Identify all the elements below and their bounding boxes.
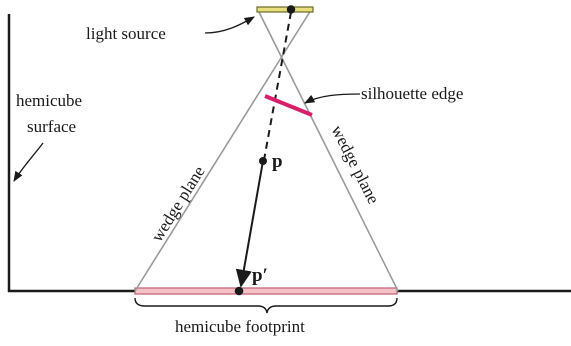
projection-arrow <box>235 160 264 288</box>
footprint-brace <box>134 297 398 314</box>
light-source-point <box>286 5 296 14</box>
silhouette-edge-leader <box>304 93 361 104</box>
light-source-bar <box>256 6 314 13</box>
hemicube-surface-leader <box>13 142 44 182</box>
silhouette-edge-label: silhouette edge <box>361 84 463 103</box>
silhouette-edge-line <box>264 94 313 117</box>
dashed-ray <box>263 11 292 161</box>
wedge-plane-left-label: wedge plane <box>147 163 208 246</box>
point-p-prime-dot <box>234 286 244 296</box>
hemicube-surface-label-line1: hemicube <box>16 91 82 110</box>
hemicube-footprint-label: hemicube footprint <box>175 317 305 336</box>
light-source-leader <box>204 16 255 34</box>
point-p-dot <box>259 157 267 165</box>
footprint-bar <box>134 287 398 295</box>
point-p-label: p <box>272 151 283 172</box>
point-p-prime-label: p′ <box>252 265 268 286</box>
hemicube-surface-label-line2: surface <box>27 117 76 136</box>
light-source-label: light source <box>86 24 166 43</box>
wedge-plane-right-line <box>257 9 399 292</box>
